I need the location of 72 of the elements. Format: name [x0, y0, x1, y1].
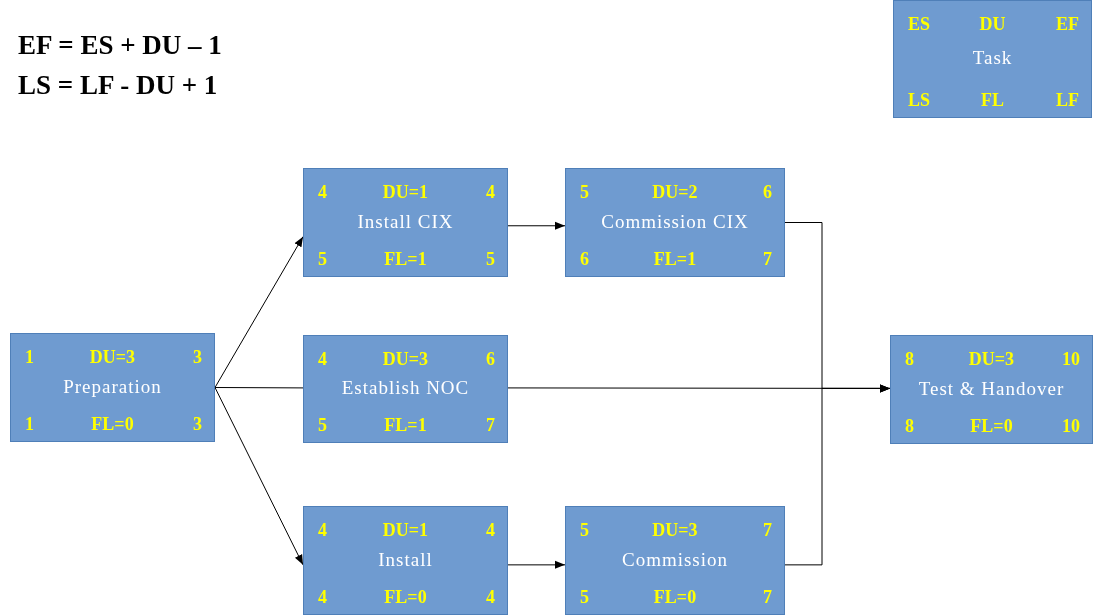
date-number: 4 [486, 588, 495, 606]
date-number: 4 [318, 350, 327, 368]
arrow [784, 384, 891, 566]
float-label: FL=0 [384, 588, 427, 606]
duration-label: DU=3 [652, 521, 698, 539]
task-name: Test & Handover [917, 378, 1066, 398]
task-name: Task [971, 48, 1014, 67]
float-label: FL=0 [653, 588, 697, 606]
float-label: FL=1 [653, 250, 697, 268]
task-name: Install CIX [356, 211, 455, 231]
date-number: 5 [486, 250, 495, 268]
duration-label: DU [979, 15, 1006, 33]
date-number: 7 [763, 250, 772, 268]
date-number: 7 [763, 588, 772, 606]
date-number: 8 [905, 417, 914, 435]
date-number: 10 [1062, 417, 1080, 435]
duration-label: DU=2 [652, 183, 698, 201]
float-label: FL=0 [970, 417, 1013, 435]
legend-box [893, 0, 1092, 118]
date-number: 6 [763, 183, 772, 201]
task-box [303, 506, 508, 615]
date-number: 7 [763, 521, 772, 539]
date-number: 6 [580, 250, 589, 268]
arrow [507, 221, 566, 230]
date-number: 5 [318, 250, 327, 268]
date-number: 4 [486, 183, 495, 201]
date-number: 4 [486, 521, 495, 539]
date-number: 1 [25, 415, 34, 433]
float-label: FL=0 [91, 415, 134, 433]
date-number: EF [1056, 15, 1079, 33]
duration-label: DU=1 [382, 521, 429, 539]
duration-label: DU=3 [968, 350, 1015, 368]
task-box [890, 335, 1093, 444]
arrow [214, 387, 304, 566]
task-name: Commission CIX [600, 211, 750, 231]
duration-label: DU=3 [382, 350, 429, 368]
float-label: FL [981, 91, 1004, 109]
arrow [214, 236, 304, 388]
date-number: 4 [318, 521, 327, 539]
date-number: 5 [580, 521, 589, 539]
date-number: ES [908, 15, 931, 33]
date-number: 6 [486, 350, 495, 368]
connector-line [214, 387, 304, 389]
date-number: LS [908, 91, 931, 109]
arrow [507, 560, 566, 569]
date-number: 3 [193, 348, 202, 366]
float-label: FL=1 [384, 416, 427, 434]
date-number: 5 [580, 588, 589, 606]
duration-label: DU=3 [89, 348, 136, 366]
task-name: Commission [620, 549, 730, 569]
date-number: LF [1056, 91, 1079, 109]
task-name: Preparation [62, 376, 163, 396]
task-box [565, 168, 785, 277]
float-label: FL=1 [384, 250, 427, 268]
date-number: 1 [25, 348, 34, 366]
date-number: 7 [486, 416, 495, 434]
formula-text: LS = LF - DU + 1 [18, 72, 218, 99]
task-name: Install [377, 549, 434, 569]
task-box [10, 333, 215, 442]
date-number: 8 [905, 350, 914, 368]
date-number: 4 [318, 183, 327, 201]
task-box [303, 335, 508, 443]
task-box [303, 168, 508, 277]
task-name: Establish NOC [340, 378, 471, 397]
date-number: 3 [193, 415, 202, 433]
date-number: 5 [318, 416, 327, 434]
date-number: 10 [1062, 350, 1080, 368]
duration-label: DU=1 [382, 183, 429, 201]
date-number: 4 [318, 588, 327, 606]
date-number: 5 [580, 183, 589, 201]
task-box [565, 506, 785, 615]
formula-text: EF = ES + DU – 1 [18, 32, 222, 59]
